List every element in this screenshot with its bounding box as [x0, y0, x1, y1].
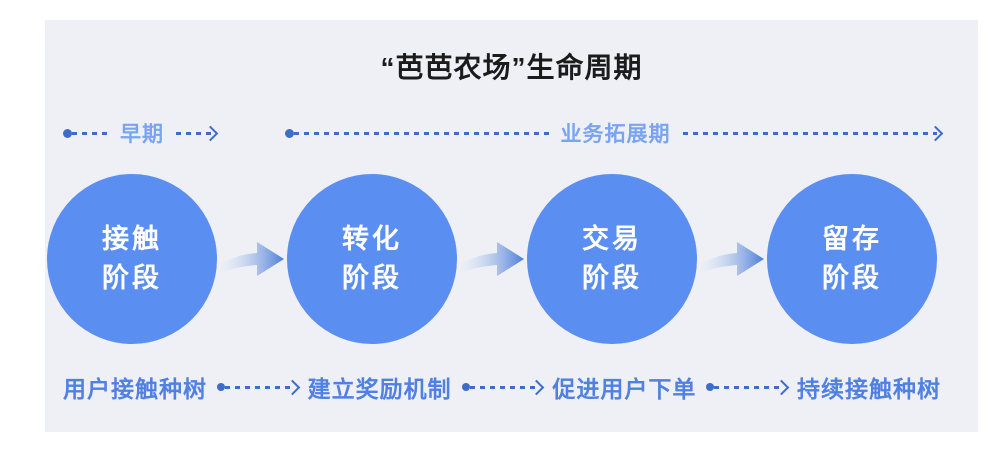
timeline-expansion-label: 业务拓展期	[560, 123, 671, 146]
timeline-dashed-line	[294, 131, 549, 135]
swoosh-arrow-icon	[460, 242, 524, 276]
stage-circle-transaction: 交易 阶段	[527, 174, 697, 344]
arrow-right-icon	[202, 125, 219, 141]
timeline-dashed-line	[72, 131, 108, 135]
stage-note-transaction: 促进用户下单	[552, 376, 697, 402]
stage-arrow	[217, 236, 287, 282]
arrow-right-icon	[529, 379, 545, 395]
note-dashed-line	[714, 385, 784, 389]
timeline-early-segment: 早期	[63, 120, 219, 146]
stage-label-line1: 交易	[582, 223, 642, 254]
stage-label-line2: 阶段	[582, 263, 642, 293]
stage-label-line1: 接触	[102, 223, 162, 254]
note-dashed-line	[469, 385, 539, 389]
lifecycle-panel: “芭芭农场”生命周期 早期 业务拓展期 接触 阶段	[45, 20, 978, 432]
stage-label-line2: 阶段	[822, 263, 882, 293]
stages-row: 接触 阶段 转化 阶段	[47, 172, 939, 346]
stage-label-line2: 阶段	[342, 263, 402, 293]
stage-arrow	[457, 236, 527, 282]
timeline-dashed-line	[176, 131, 212, 135]
stage-note-conversion: 建立奖励机制	[307, 376, 452, 402]
stage-circle-contact: 接触 阶段	[47, 174, 217, 344]
stage-arrow	[697, 236, 767, 282]
stage-note-contact: 用户接触种树	[63, 376, 207, 402]
stage-note-retention: 持续接触种树	[797, 376, 942, 402]
timeline-dashed-line	[682, 131, 937, 135]
stage-circle-retention: 留存 阶段	[767, 174, 937, 344]
note-dot-icon	[217, 383, 225, 391]
note-dot-icon	[706, 383, 715, 391]
note-dot-icon	[461, 383, 470, 391]
stage-label-line1: 转化	[342, 223, 402, 254]
swoosh-arrow-icon	[220, 242, 284, 276]
note-dashed-line	[225, 385, 294, 389]
note-connector	[706, 379, 790, 395]
stage-label-line2: 阶段	[102, 263, 162, 293]
arrow-right-icon	[927, 125, 944, 141]
arrow-right-icon	[773, 379, 790, 395]
stage-notes-row: 用户接触种树 建立奖励机制 促进用户下单 持续接触种树	[63, 372, 941, 402]
note-connector	[217, 379, 300, 395]
note-connector	[461, 379, 545, 395]
timeline-early-label: 早期	[120, 123, 164, 146]
arrow-right-icon	[284, 379, 300, 395]
stage-label-line1: 留存	[822, 223, 882, 254]
timeline-dot-icon	[285, 128, 294, 138]
timeline-expansion-segment: 业务拓展期	[285, 120, 944, 146]
stage-circle-conversion: 转化 阶段	[287, 174, 457, 344]
diagram-title: “芭芭农场”生命周期	[380, 52, 643, 83]
swoosh-arrow-icon	[700, 242, 764, 276]
timeline-dot-icon	[63, 128, 72, 138]
